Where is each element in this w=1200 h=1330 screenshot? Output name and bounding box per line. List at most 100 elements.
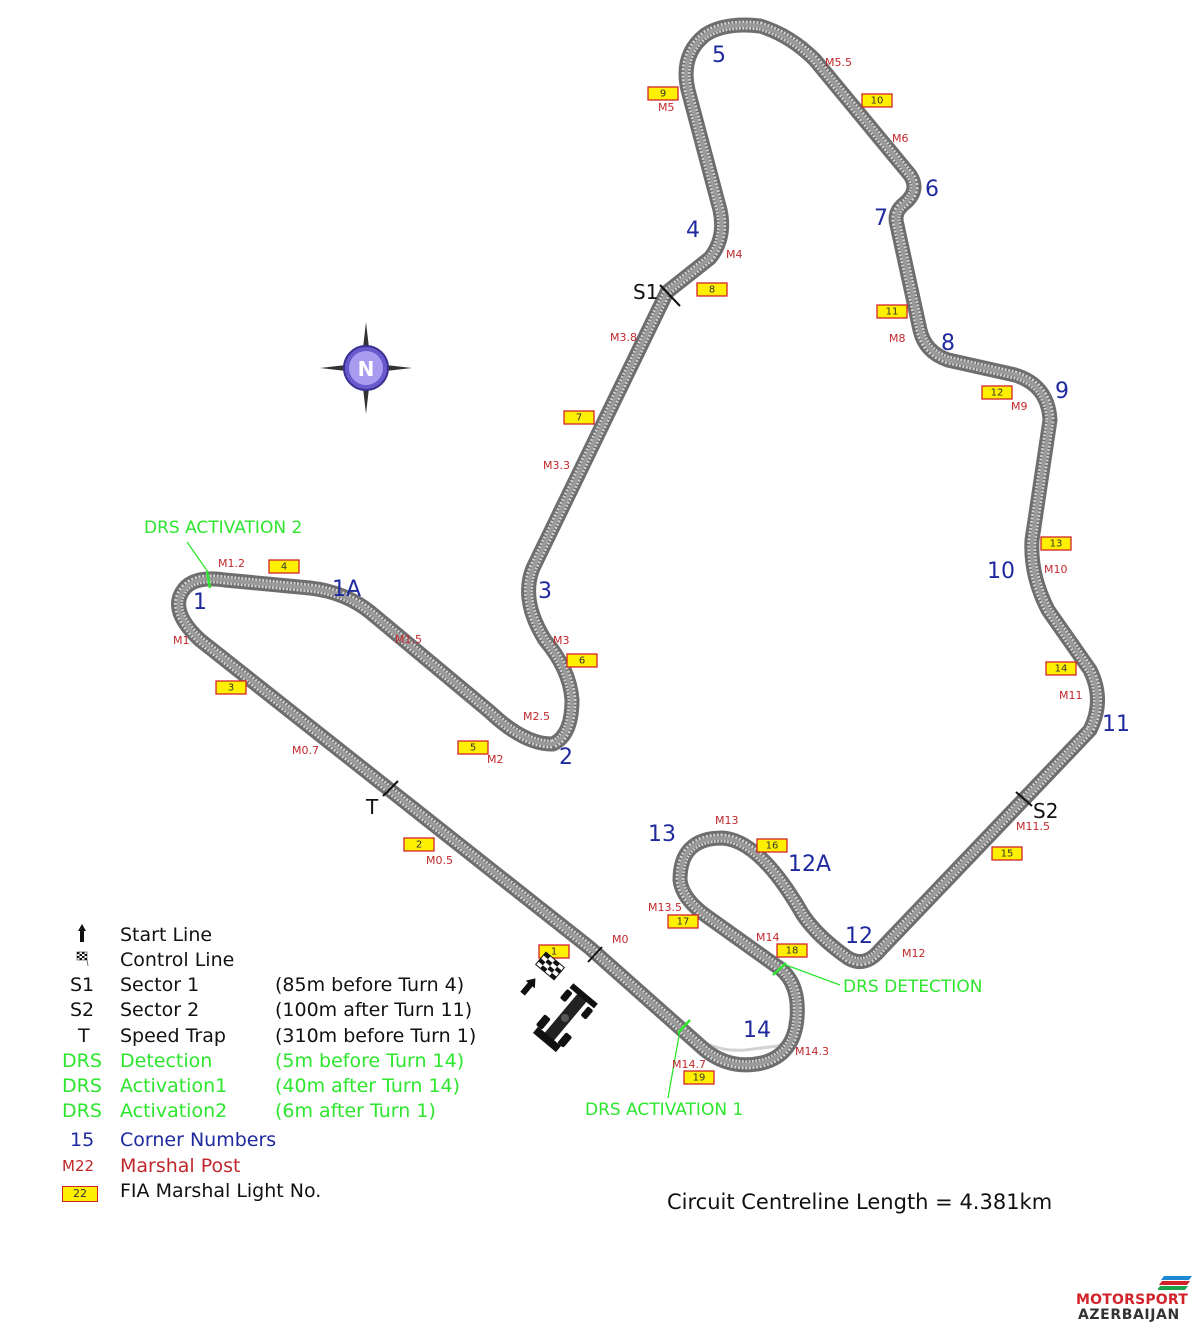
legend-label: Activation2 xyxy=(120,1100,228,1122)
svg-text:7: 7 xyxy=(576,413,582,424)
legend-symbol: T xyxy=(78,1025,90,1047)
svg-text:10: 10 xyxy=(871,96,884,107)
svg-text:8: 8 xyxy=(709,285,715,296)
marshal-post: M11 xyxy=(1059,689,1083,702)
marshal-post: M1.2 xyxy=(218,557,245,570)
marshal-post: M14 xyxy=(756,931,780,944)
marshal-post: M2 xyxy=(487,753,504,766)
marshal-light: 13 xyxy=(1040,536,1072,551)
corner-12a: 12A xyxy=(788,852,831,877)
legend-symbol: 15 xyxy=(70,1129,95,1151)
legend-note: (6m after Turn 1) xyxy=(275,1100,436,1122)
marshal-post: M0.7 xyxy=(292,744,319,757)
marshal-post: M0 xyxy=(612,933,629,946)
corner-2: 2 xyxy=(559,745,573,770)
corner-1a: 1A xyxy=(332,577,361,602)
motorsport-azerbaijan-logo: MOTORSPORT AZERBAIJAN xyxy=(1072,1272,1196,1324)
marshal-post: M0.5 xyxy=(426,854,453,867)
drs-detection-label: DRS DETECTION xyxy=(843,977,982,997)
drs-activation2-leader xyxy=(186,541,209,573)
sector2-label: S2 xyxy=(1033,799,1058,823)
svg-text:5: 5 xyxy=(470,743,476,754)
compass-north-label: N xyxy=(358,357,375,381)
legend-row-drs-activation2: DRS Activation2 (6m after Turn 1) xyxy=(62,1099,436,1123)
marshal-light: 11 xyxy=(876,304,908,319)
legend-row-speed-trap: T Speed Trap (310m before Turn 1) xyxy=(62,1024,476,1048)
logo-line1: MOTORSPORT xyxy=(1076,1292,1189,1308)
corner-9: 9 xyxy=(1055,379,1069,404)
legend-row-control-line: Control Line xyxy=(62,948,275,972)
svg-text:12: 12 xyxy=(991,388,1004,399)
marshal-post: M9 xyxy=(1011,400,1028,413)
corner-numbers: 1 1A 2 3 4 5 6 7 8 9 10 11 12 12A 13 14 xyxy=(193,43,1130,1043)
corner-10: 10 xyxy=(987,559,1015,584)
marshal-post: M5.5 xyxy=(825,56,852,69)
drs-detection-leader xyxy=(785,964,841,986)
legend-label: Start Line xyxy=(120,924,213,946)
legend-row-corner-numbers: 15 Corner Numbers xyxy=(62,1128,276,1152)
marshal-post: M4 xyxy=(726,248,743,261)
legend-label: Control Line xyxy=(120,949,235,971)
legend-note: (40m after Turn 14) xyxy=(275,1075,461,1097)
corner-11: 11 xyxy=(1102,712,1130,737)
legend-row-drs-activation1: DRS Activation1 (40m after Turn 14) xyxy=(62,1074,460,1098)
marshal-light: 4 xyxy=(268,559,300,574)
marshal-post: M1 xyxy=(173,634,190,647)
marshal-posts: M0 M0.5 M0.7 M1 M1.2 M1.5 M2 M2.5 M3 M3.… xyxy=(173,56,1083,1071)
circuit-track-surface xyxy=(174,20,1102,1070)
chequered-flag-icon xyxy=(534,951,566,981)
drs-activation2-label: DRS ACTIVATION 2 xyxy=(144,518,302,538)
start-line-arrow-icon xyxy=(520,978,536,996)
legend-row-sector1: S1 Sector 1 (85m before Turn 4) xyxy=(62,973,464,997)
marshal-light: 18 xyxy=(776,943,808,958)
marshal-light: 14 xyxy=(1045,661,1077,676)
corner-4: 4 xyxy=(686,218,700,243)
circuit-track xyxy=(171,17,1105,1073)
logo-stripes-icon xyxy=(1158,1276,1192,1290)
legend-symbol: S2 xyxy=(70,999,95,1021)
marshal-light: 7 xyxy=(563,410,595,425)
corner-6: 6 xyxy=(925,177,939,202)
legend-symbol: DRS xyxy=(62,1100,102,1122)
corner-3: 3 xyxy=(538,579,552,604)
marshal-post: M3 xyxy=(553,634,570,647)
speed-trap-line xyxy=(382,780,399,797)
marshal-light: 15 xyxy=(991,846,1023,861)
marshal-post: M14.7 xyxy=(672,1058,706,1071)
legend-note: (310m before Turn 1) xyxy=(275,1025,477,1047)
marshal-light: 3 xyxy=(215,680,247,695)
legend-label: Speed Trap xyxy=(120,1025,226,1047)
svg-text:17: 17 xyxy=(677,917,690,928)
drs-detection-line xyxy=(772,962,787,976)
legend-row-drs-detection: DRS Detection (5m before Turn 14) xyxy=(62,1049,464,1073)
svg-text:2: 2 xyxy=(416,840,422,851)
marshal-post: M5 xyxy=(658,101,675,114)
start-line-icon xyxy=(62,923,120,948)
corner-14: 14 xyxy=(743,1018,771,1043)
compass-rose: N xyxy=(320,322,412,414)
sector2-line xyxy=(1015,791,1033,807)
marshal-post: M13.5 xyxy=(648,901,682,914)
svg-text:18: 18 xyxy=(786,946,799,957)
control-line xyxy=(587,946,603,963)
legend-label: FIA Marshal Light No. xyxy=(120,1180,322,1202)
marshal-light: 19 xyxy=(683,1070,715,1085)
legend-row-marshal-light: 22 FIA Marshal Light No. xyxy=(62,1179,321,1203)
legend-row-start-line: Start Line xyxy=(62,923,275,947)
marshal-post: M1.5 xyxy=(395,633,422,646)
legend-label: Detection xyxy=(120,1050,213,1072)
svg-text:13: 13 xyxy=(1050,539,1063,550)
marshal-light: 5 xyxy=(457,740,489,755)
legend-symbol: DRS xyxy=(62,1050,102,1072)
legend-row-marshal-post: M22 Marshal Post xyxy=(62,1154,241,1178)
corner-7: 7 xyxy=(874,206,888,231)
circuit-length: Circuit Centreline Length = 4.381km xyxy=(667,1190,1053,1214)
corner-5: 5 xyxy=(712,43,726,68)
legend-row-sector2: S2 Sector 2 (100m after Turn 11) xyxy=(62,998,472,1022)
marshal-post: M3.3 xyxy=(543,459,570,472)
speed-trap-label: T xyxy=(365,795,379,819)
legend-label: Corner Numbers xyxy=(120,1129,277,1151)
drs-activation2-line xyxy=(205,571,212,589)
svg-text:15: 15 xyxy=(1001,849,1014,860)
legend-label: Sector 1 xyxy=(120,974,200,996)
